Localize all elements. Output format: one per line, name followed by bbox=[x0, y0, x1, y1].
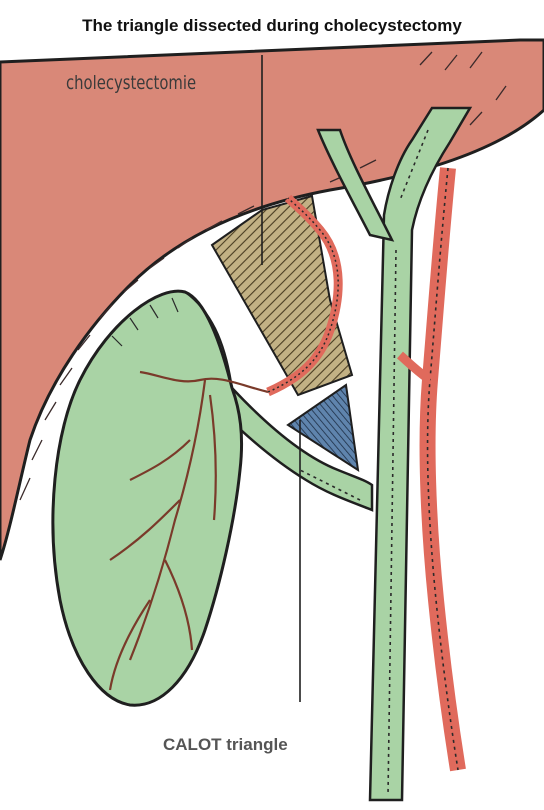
calot-triangle-label: CALOT triangle bbox=[163, 735, 288, 755]
liver-label: cholecystectomie bbox=[66, 72, 196, 94]
gallbladder bbox=[53, 291, 242, 705]
hepatic-artery bbox=[428, 168, 458, 770]
hatched-area bbox=[212, 196, 352, 395]
